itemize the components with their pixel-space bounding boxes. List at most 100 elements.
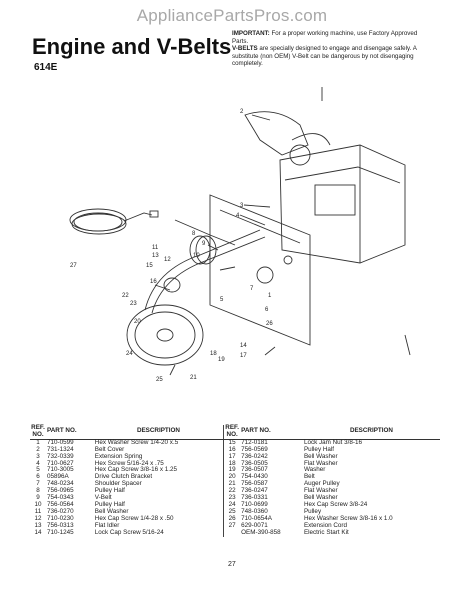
callout-20: 20 <box>134 319 141 325</box>
v-belt-drawing <box>144 229 266 314</box>
callout-11: 11 <box>152 245 159 251</box>
cell-part-left: 756-0564 <box>47 500 74 508</box>
cell-part-left: 05896A <box>47 473 69 481</box>
cell-ref-left: 14 <box>34 528 42 536</box>
cell-part-right: 629-0071 <box>241 521 268 529</box>
cell-part-left: 754-0343 <box>47 494 74 502</box>
cell-ref-left: 3 <box>36 452 40 460</box>
callout-6: 6 <box>265 307 269 313</box>
cell-desc-left: Shoulder Spacer <box>93 480 225 489</box>
callout-8: 8 <box>192 231 196 237</box>
cell-part-right: 710-0699 <box>241 500 268 508</box>
cell-ref-left: 13 <box>34 521 42 529</box>
cell-part-right: 756-0569 <box>241 445 268 453</box>
header-ref-right: REF. NO. <box>223 424 241 440</box>
cell-ref-left: 12 <box>34 514 42 522</box>
vbelts-text: are specially designed to engage and dis… <box>232 45 417 68</box>
cell-desc-left: Hex Cap Screw 3/8-16 x 1.25 <box>93 467 225 475</box>
cell-ref-left: 6 <box>36 473 40 481</box>
cell-ref-right: 20 <box>228 473 236 481</box>
cell-part-right: 736-0507 <box>241 466 268 474</box>
cell-ref-right: 23 <box>228 494 236 502</box>
cell-ref-left: 1 <box>36 438 40 446</box>
cell-ref-right: 27 <box>228 521 236 529</box>
cell-ref-right: 15 <box>228 438 236 446</box>
model-number: 614E <box>34 62 58 73</box>
auger-pulley-drawing <box>126 304 204 366</box>
cell-part-right: 710-0654A <box>241 514 272 522</box>
callout-4: 4 <box>236 213 240 219</box>
cell-part-left: 736-0270 <box>47 507 74 515</box>
cell-desc-left: Bell Washer <box>93 508 225 516</box>
important-notice: IMPORTANT: For a proper working machine,… <box>232 30 432 68</box>
callout-21: 21 <box>190 375 197 381</box>
cell-part-right: 736-0331 <box>241 494 268 502</box>
important-label: IMPORTANT: <box>232 30 270 37</box>
cell-ref-left: 11 <box>34 507 42 515</box>
cell-ref-left: 9 <box>36 494 40 502</box>
callout-18: 18 <box>210 351 217 357</box>
cell-desc-right: Bell Washer <box>303 452 338 460</box>
cell-part-right: 736-0247 <box>241 487 268 495</box>
callout-10: 10 <box>193 253 200 259</box>
cell-ref-right: 26 <box>228 514 236 522</box>
callout-labels: 1 2 3 4 5 6 7 8 9 10 11 12 13 14 15 16 1… <box>70 109 273 383</box>
belt-cover-drawing <box>244 111 309 156</box>
engine-drawing <box>279 133 406 264</box>
callout-14: 14 <box>240 343 247 349</box>
cell-desc-left: Extension Spring <box>93 453 225 461</box>
callout-23: 23 <box>130 301 137 307</box>
callout-3: 3 <box>240 203 244 209</box>
parts-list-table: REF. NO. PART NO. DESCRIPTION REF. NO. P… <box>30 424 440 537</box>
cell-desc-left: Hex Screw 5/16-24 x .75 <box>93 460 225 468</box>
callout-25: 25 <box>156 377 163 383</box>
callout-19: 19 <box>218 357 225 363</box>
site-watermark: AppliancePartsPros.com <box>136 6 328 25</box>
exploded-parts-diagram: 1 2 3 4 5 6 7 8 9 10 11 12 13 14 15 16 1… <box>69 87 411 383</box>
cell-ref-left: 4 <box>36 459 40 467</box>
cell-desc-right: Extension Cord <box>303 521 347 529</box>
callout-5: 5 <box>220 297 224 303</box>
cell-part-right: 736-0242 <box>241 452 268 460</box>
callout-26: 26 <box>266 321 273 327</box>
cell-desc-left: Hex Cap Screw 1/4-28 x .50 <box>93 515 225 523</box>
cell-desc-left: Flat Idler <box>93 522 225 530</box>
cell-ref-right: 19 <box>228 466 236 474</box>
cell-ref-right: 18 <box>228 459 236 467</box>
cell-part-left: 710-1245 <box>47 528 74 536</box>
cell-desc-right: Auger Pulley <box>303 480 340 488</box>
callout-27: 27 <box>70 263 77 269</box>
callout-22: 22 <box>122 293 129 299</box>
cell-ref-right: 22 <box>228 487 236 495</box>
cell-part-right: 756-0587 <box>241 480 268 488</box>
cell-part-right: 736-0505 <box>241 459 268 467</box>
cell-ref-left: 7 <box>36 480 40 488</box>
header-desc-right: DESCRIPTION <box>302 425 440 440</box>
cell-desc-right: Flat Washer <box>303 459 338 467</box>
cell-ref-left: 8 <box>36 487 40 495</box>
cell-ref-right: 25 <box>228 507 236 515</box>
cell-desc-right: Washer <box>303 466 326 474</box>
header-desc-left: DESCRIPTION <box>93 425 225 440</box>
extension-cord-drawing <box>69 208 159 235</box>
cell-part-left: 756-0313 <box>47 521 74 529</box>
table-header-row: REF. NO. PART NO. DESCRIPTION REF. NO. P… <box>30 424 440 440</box>
cell-ref-right: 21 <box>228 480 236 488</box>
idler-drawing <box>163 219 236 293</box>
cell-part-left: 748-0234 <box>47 480 74 488</box>
cell-desc-right: Flat Washer <box>303 487 338 495</box>
cell-part-left: 710-0230 <box>47 514 74 522</box>
header-part-right: PART NO. <box>240 425 303 440</box>
cell-desc-right: Hex Cap Screw 3/8-24 <box>303 500 368 508</box>
callout-17: 17 <box>240 353 247 359</box>
